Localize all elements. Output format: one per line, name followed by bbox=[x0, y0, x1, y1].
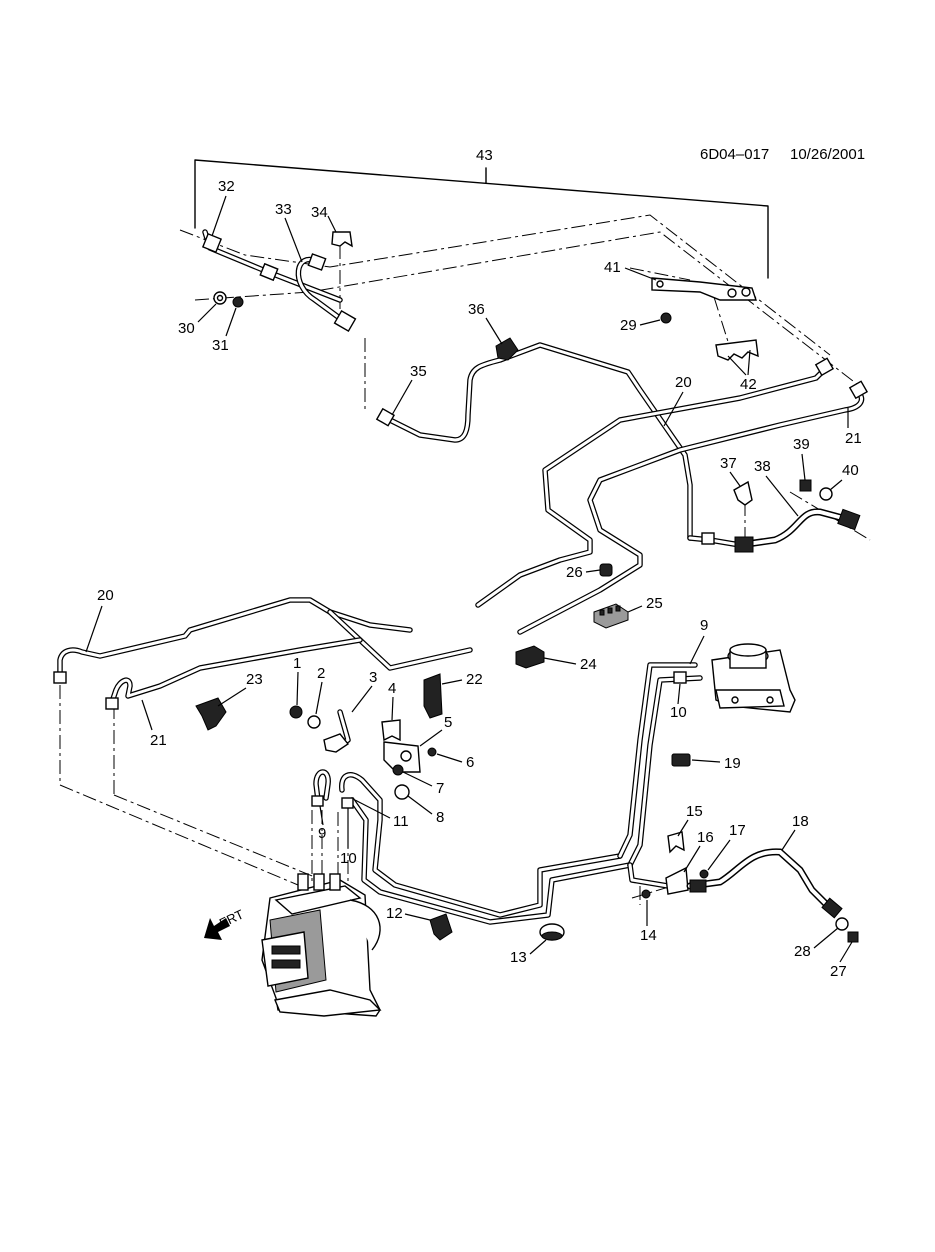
callout-32: 32 bbox=[218, 178, 235, 195]
pipe-21-upper bbox=[517, 380, 869, 635]
callout-25: 25 bbox=[646, 595, 663, 612]
callout-39: 39 bbox=[793, 436, 810, 453]
bracket-16 bbox=[665, 866, 689, 895]
hose-38 bbox=[687, 508, 861, 553]
callout-27: 27 bbox=[830, 963, 847, 980]
hose-18 bbox=[686, 848, 843, 919]
callout-42: 42 bbox=[740, 376, 757, 393]
front-arrow: FRT bbox=[204, 907, 246, 940]
callout-20: 20 bbox=[97, 587, 114, 604]
callout-17: 17 bbox=[729, 822, 746, 839]
callout-9: 9 bbox=[318, 825, 326, 842]
callout-21-upper: 21 bbox=[845, 430, 862, 447]
callout-15: 15 bbox=[686, 803, 703, 820]
bolt-27 bbox=[847, 931, 859, 943]
callout-36: 36 bbox=[468, 301, 485, 318]
bracket-3 bbox=[323, 709, 351, 753]
callout-14: 14 bbox=[640, 927, 657, 944]
nut-7 bbox=[392, 764, 404, 776]
nut-1 bbox=[289, 705, 303, 719]
master-cylinder bbox=[711, 643, 796, 713]
phantom-lines bbox=[59, 214, 871, 905]
clip-15 bbox=[667, 831, 685, 854]
callout-5: 5 bbox=[444, 714, 452, 731]
callout-21: 21 bbox=[150, 732, 167, 749]
bracket-5 bbox=[383, 741, 421, 773]
callout-9-master: 9 bbox=[700, 617, 708, 634]
callout-8: 8 bbox=[436, 809, 444, 826]
washer-28 bbox=[835, 917, 849, 931]
callout-12: 12 bbox=[386, 905, 403, 922]
callout-7: 7 bbox=[436, 780, 444, 797]
clips-42 bbox=[715, 339, 759, 361]
callout-10-master: 10 bbox=[670, 704, 687, 721]
pipe-20-lower bbox=[53, 597, 473, 684]
grommet-8 bbox=[394, 784, 410, 800]
callout-2: 2 bbox=[317, 665, 325, 682]
callout-22: 22 bbox=[466, 671, 483, 688]
callout-20-upper: 20 bbox=[675, 374, 692, 391]
clip-34 bbox=[331, 231, 353, 248]
clip-37 bbox=[733, 480, 753, 506]
bracket-12 bbox=[429, 913, 453, 941]
diagram-id: 6D04–017 bbox=[700, 146, 769, 163]
callout-38: 38 bbox=[754, 458, 771, 475]
callout-34: 34 bbox=[311, 204, 328, 221]
switch-19 bbox=[671, 753, 691, 767]
nut-29 bbox=[660, 312, 672, 324]
callout-29: 29 bbox=[620, 317, 637, 334]
callout-40: 40 bbox=[842, 462, 859, 479]
bolt-17 bbox=[699, 869, 709, 879]
clip-4 bbox=[381, 719, 401, 742]
bolt-39 bbox=[799, 479, 812, 492]
pipe-21-lower bbox=[105, 637, 363, 710]
callout-26: 26 bbox=[566, 564, 583, 581]
callout-4: 4 bbox=[388, 680, 396, 697]
callout-43: 43 bbox=[476, 147, 493, 164]
washer-2 bbox=[307, 715, 321, 729]
callout-1: 1 bbox=[293, 655, 301, 672]
callout-24: 24 bbox=[580, 656, 597, 673]
pipes-to-abs bbox=[311, 662, 703, 925]
retainer-25 bbox=[593, 603, 629, 629]
callout-16: 16 bbox=[697, 829, 714, 846]
callout-19: 19 bbox=[724, 755, 741, 772]
abs-modulator bbox=[261, 873, 382, 1017]
kit-43-bracket bbox=[194, 159, 769, 279]
callouts: 1 2 3 4 5 6 7 8 9 10 11 12 13 14 15 16 1… bbox=[85, 147, 862, 980]
pipe-20-upper bbox=[475, 357, 835, 608]
callout-41: 41 bbox=[604, 259, 621, 276]
plug-26 bbox=[599, 563, 613, 577]
clip-13 bbox=[539, 923, 565, 941]
callout-6: 6 bbox=[466, 754, 474, 771]
callout-37: 37 bbox=[720, 455, 737, 472]
callout-11: 11 bbox=[393, 813, 409, 830]
front-label: FRT bbox=[217, 907, 246, 931]
bracket-23 bbox=[195, 697, 227, 731]
callout-10: 10 bbox=[340, 850, 357, 867]
washer-40 bbox=[819, 487, 833, 501]
bolt-6 bbox=[427, 747, 437, 757]
callout-33: 33 bbox=[275, 201, 292, 218]
nut-31 bbox=[232, 296, 244, 308]
callout-18: 18 bbox=[792, 813, 809, 830]
clip-24 bbox=[515, 645, 545, 669]
callout-28: 28 bbox=[794, 943, 811, 960]
pipe-35 bbox=[375, 342, 693, 541]
callout-35: 35 bbox=[410, 363, 427, 380]
clip-22 bbox=[423, 673, 443, 719]
pipe-33 bbox=[295, 253, 357, 333]
callout-3: 3 bbox=[369, 669, 377, 686]
callout-30: 30 bbox=[178, 320, 195, 337]
callout-13: 13 bbox=[510, 949, 527, 966]
diagram-date: 10/26/2001 bbox=[790, 146, 865, 163]
callout-31: 31 bbox=[212, 337, 229, 354]
bracket-41 bbox=[651, 277, 757, 301]
callout-23: 23 bbox=[246, 671, 263, 688]
nut-14 bbox=[641, 889, 651, 899]
